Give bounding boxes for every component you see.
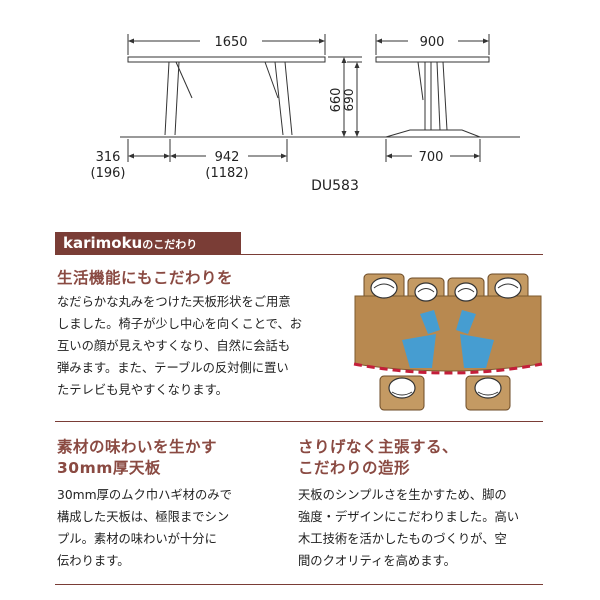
front-people [388,377,502,399]
model-number: DU583 [311,178,359,194]
section1-line: たテレビも見やすくなります。 [57,383,228,397]
banner-suffix: のこだわり [142,238,198,251]
section3-heading: さりげなく主張する、 こだわりの造形 [298,437,458,479]
section2-heading: 素材の味わいを生かす 30mm厚天板 [57,437,217,479]
section1-heading: 生活機能にもこだわりを [57,269,234,287]
section2-heading-line: 30mm厚天板 [57,459,161,477]
section3-line: 強度・デザインにこだわりました。高い [298,510,520,524]
dim-height-b: 690 [342,89,356,112]
section3-line: 天板のシンプルさを生かすため、脚の [298,488,507,502]
table-top [354,295,542,372]
rounded-edge-curve [353,362,543,375]
section2-body: 30mm厚のムク巾ハギ材のみで 構成した天板は、極限までシン プル。素材の味わい… [57,484,232,572]
section1-line: なだらかな丸みをつけた天板形状をご用意 [57,295,291,309]
section1-line: しました。椅子が少し中心を向くことで、お [57,317,303,331]
section3-line: 木工技術を活かしたものづくりが、空 [298,532,507,546]
section3-line: 間のクオリティを高めます。 [298,554,456,568]
section1-line: 弾みます。また、テーブルの反対側に置い [57,361,289,375]
dim-base-width: 700 [419,150,444,165]
dim-width: 1650 [214,35,247,50]
dim-leg-span-alt: (1182) [205,166,248,181]
section2-line: プル。素材の味わいが十分に [57,532,217,546]
dim-leg-offset-alt: (196) [91,166,126,181]
section-divider [55,421,543,422]
dim-leg-offset: 316 [96,150,121,165]
dim-leg-span: 942 [215,150,240,165]
dimension-drawing: 1650 900 660 690 316 (196) 942 (1182) 70… [91,34,520,194]
section3-heading-line: こだわりの造形 [298,459,411,477]
section2-line: 30mm厚のムク巾ハギ材のみで [57,488,232,502]
dim-height-a: 660 [329,88,344,113]
section1-line: 互いの顔が見えやすくなり、自然に会話も [57,339,291,353]
section2-heading-line: 素材の味わいを生かす [57,438,218,456]
section3-body: 天板のシンプルさを生かすため、脚の 強度・デザインにこだわりました。高い 木工技… [298,484,519,572]
section1-body: なだらかな丸みをつけた天板形状をご用意 しました。椅子が少し中心を向くことで、お… [57,291,302,401]
section2-line: 伝わります。 [57,554,130,568]
footer-rule [55,584,543,585]
table-top-view-illustration [353,273,543,411]
banner-rule [55,254,543,255]
dim-depth: 900 [420,35,445,50]
karimoku-banner: karimokuのこだわり [55,232,241,255]
back-people [370,277,522,302]
section3-heading-line: さりげなく主張する、 [298,438,459,456]
banner-brand: karimoku [63,234,143,252]
section2-line: 構成した天板は、極限までシン [57,510,230,524]
sight-lines [402,310,494,368]
